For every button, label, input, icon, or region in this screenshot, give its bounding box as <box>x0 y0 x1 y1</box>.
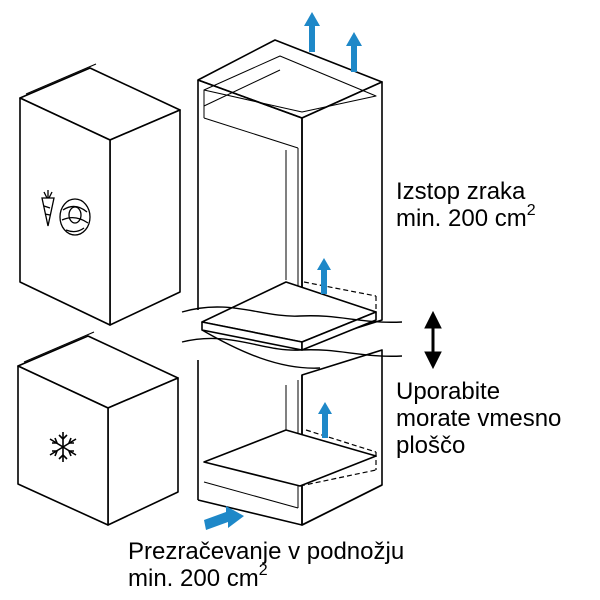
divider-label-line1: Uporabite <box>396 378 501 405</box>
air-flow-arrow-icon <box>317 258 331 294</box>
plinth-ventilation-label: Prezračevanje v podnožju min. 200 cm2 <box>128 538 404 592</box>
fridge-appliance <box>19 63 181 326</box>
air-outlet-label-sup: 2 <box>526 202 536 219</box>
air-outlet-arrow-icon <box>304 12 320 52</box>
plinth-inlet-arrow-icon <box>204 506 244 530</box>
air-outlet-arrow-icon <box>346 32 362 72</box>
plinth-label-line1: Prezračevanje v podnožju <box>128 538 405 565</box>
break-lines <box>181 306 403 369</box>
air-outlet-label-line1: Izstop zraka <box>396 178 526 205</box>
air-outlet-label: Izstop zraka min. 200 cm2 <box>396 178 536 232</box>
double-headed-vertical-arrow-icon <box>424 310 442 370</box>
carrot-and-cabbage-icon <box>41 190 91 236</box>
divider-label-line3: ploščo <box>396 432 466 459</box>
plinth-label-sup: 2 <box>258 562 268 579</box>
snowflake-icon <box>49 432 77 462</box>
air-flow-arrow-icon <box>318 402 332 438</box>
lower-shelf <box>203 429 377 487</box>
freezer-appliance <box>17 331 179 526</box>
plinth-label-line2: min. 200 cm <box>128 565 259 592</box>
air-outlet-label-line2: min. 200 cm <box>396 205 527 232</box>
divider-label: Uporabite morate vmesno ploščo <box>396 378 561 459</box>
divider-label-line2: morate vmesno <box>396 405 562 432</box>
air-outlet-arrows <box>204 12 362 530</box>
